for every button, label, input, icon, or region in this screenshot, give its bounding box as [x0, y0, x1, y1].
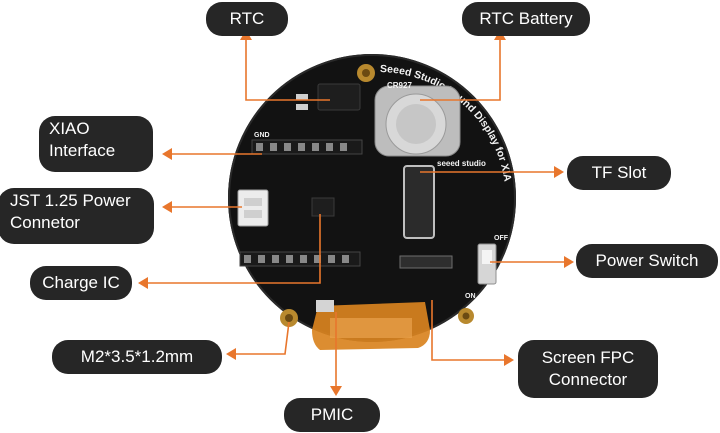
callout-jst: JST 1.25 Power Connetor — [0, 188, 154, 244]
leader-rtc — [245, 34, 330, 101]
callout-power-switch-text: Power Switch — [595, 251, 699, 270]
battery-model-label: CR927 — [387, 81, 412, 90]
callout-fpc-line1: Screen FPC — [541, 348, 635, 367]
callout-jst-line2: Connetor — [10, 213, 80, 232]
callout-tf-slot-text: TF Slot — [591, 163, 647, 182]
callout-xiao-interface: XIAO Interface — [39, 116, 153, 172]
xiao-header-top — [251, 139, 363, 155]
callout-rtc-battery-text: RTC Battery — [479, 9, 573, 28]
callout-rtc-battery: RTC Battery — [462, 2, 590, 36]
charge-ic-chip — [311, 197, 335, 217]
tf-slot-body — [403, 165, 435, 239]
callout-tf-slot: TF Slot — [567, 156, 671, 190]
callout-charge-ic-text: Charge IC — [42, 273, 120, 292]
leader-charge-ic — [142, 214, 321, 284]
fpc-connector-base — [399, 255, 453, 269]
callout-rtc-text: RTC — [229, 9, 265, 28]
rtc-chip — [317, 83, 361, 111]
callout-fpc-line2: Connector — [548, 370, 628, 389]
switch-off-label: OFF — [494, 235, 509, 242]
callout-screw: M2*3.5*1.2mm — [52, 340, 222, 374]
header-gnd-label: GND — [254, 132, 270, 139]
callout-fpc: Screen FPC Connector — [518, 340, 658, 398]
callout-pmic: PMIC — [284, 398, 380, 432]
callout-pmic-text: PMIC — [310, 405, 354, 424]
callout-xiao-line2: Interface — [49, 141, 116, 160]
callout-jst-line1: JST 1.25 Power — [10, 191, 131, 210]
leader-fpc — [431, 300, 510, 361]
switch-on-label: ON — [465, 293, 476, 300]
callout-xiao-line1: XIAO — [49, 119, 90, 138]
callout-screw-text: M2*3.5*1.2mm — [80, 347, 194, 366]
leader-rtc-battery — [420, 34, 501, 101]
leader-screw — [230, 321, 290, 355]
xiao-header-bottom — [239, 251, 361, 267]
callout-power-switch: Power Switch — [576, 244, 718, 278]
callout-charge-ic: Charge IC — [30, 266, 132, 300]
callout-rtc: RTC — [206, 2, 288, 36]
board-brand-small: seeed studio — [437, 159, 486, 168]
